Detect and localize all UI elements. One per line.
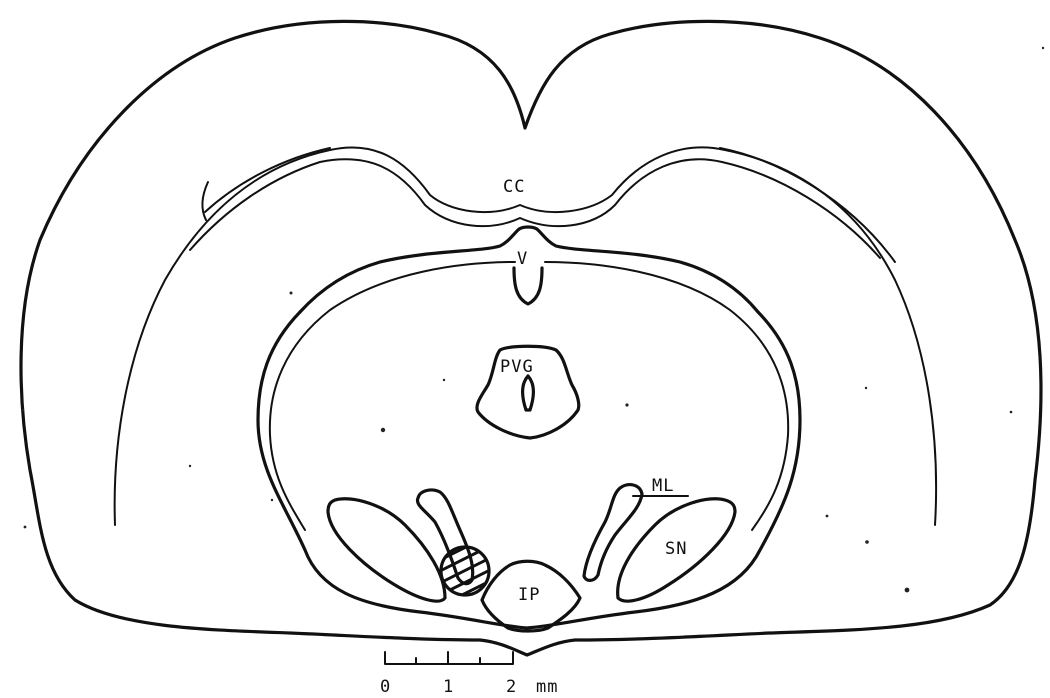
cc-label: CC — [503, 177, 525, 197]
ip-label: IP — [518, 585, 540, 605]
scale-tick-2: 2 — [506, 677, 517, 697]
scale-unit: mm — [536, 677, 558, 697]
stray-mark — [202, 182, 208, 220]
ml-label: ML — [652, 476, 674, 496]
ventricle-outline — [300, 227, 758, 312]
background-specks — [22, 47, 1044, 593]
v-label: V — [517, 249, 528, 269]
scale-tick-1: 1 — [443, 677, 454, 697]
scale-tick-0: 0 — [380, 677, 391, 697]
pvg-label: PVG — [500, 357, 534, 377]
cc-lower-boundary — [190, 159, 880, 258]
aqueduct — [523, 376, 534, 410]
left-fiber-line — [205, 148, 330, 212]
sn-label: SN — [665, 539, 687, 559]
scale-bar: 0 1 2 mm — [380, 652, 558, 697]
right-ml-outline — [584, 485, 642, 581]
